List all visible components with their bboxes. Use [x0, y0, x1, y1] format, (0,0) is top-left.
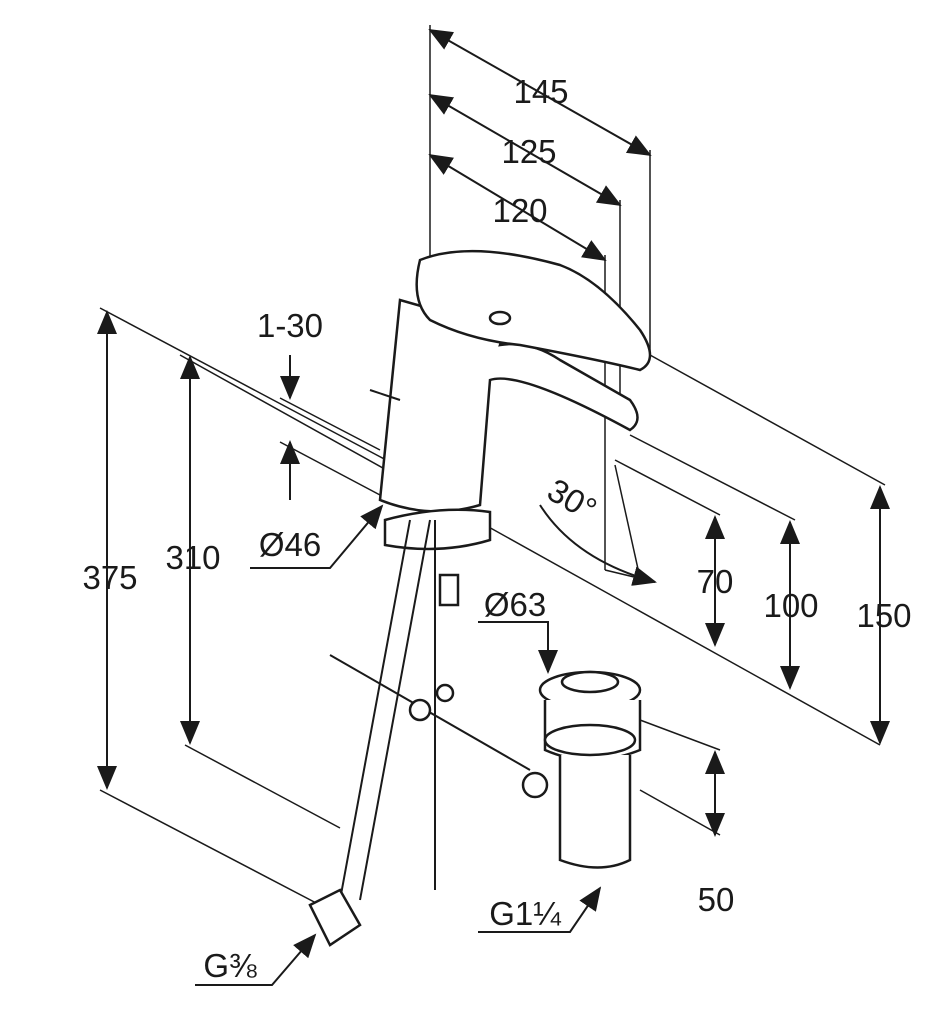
label-height-50: 50 — [697, 881, 735, 918]
label-diameter-waste: Ø63 — [483, 586, 547, 623]
dimension-flange — [279, 355, 381, 500]
faucet-drawing — [308, 249, 652, 947]
label-flange-range: 1-30 — [256, 307, 324, 344]
dimension-height-left — [97, 307, 881, 906]
label-thread-supply: G⅜ — [203, 947, 257, 984]
label-diameter-base: Ø46 — [258, 526, 322, 563]
leader-lines — [195, 464, 657, 986]
label-height-310: 310 — [165, 539, 221, 576]
label-height-70: 70 — [696, 563, 734, 600]
dimension-height-right — [614, 354, 890, 837]
label-width-145: 145 — [513, 73, 569, 110]
label-height-100: 100 — [763, 587, 819, 624]
waste-drawing — [521, 670, 642, 869]
label-width-125: 125 — [501, 133, 557, 170]
label-height-375: 375 — [82, 559, 138, 596]
label-height-150: 150 — [856, 597, 912, 634]
label-thread-waste: G1¼ — [489, 895, 561, 932]
label-width-120: 120 — [492, 192, 548, 229]
